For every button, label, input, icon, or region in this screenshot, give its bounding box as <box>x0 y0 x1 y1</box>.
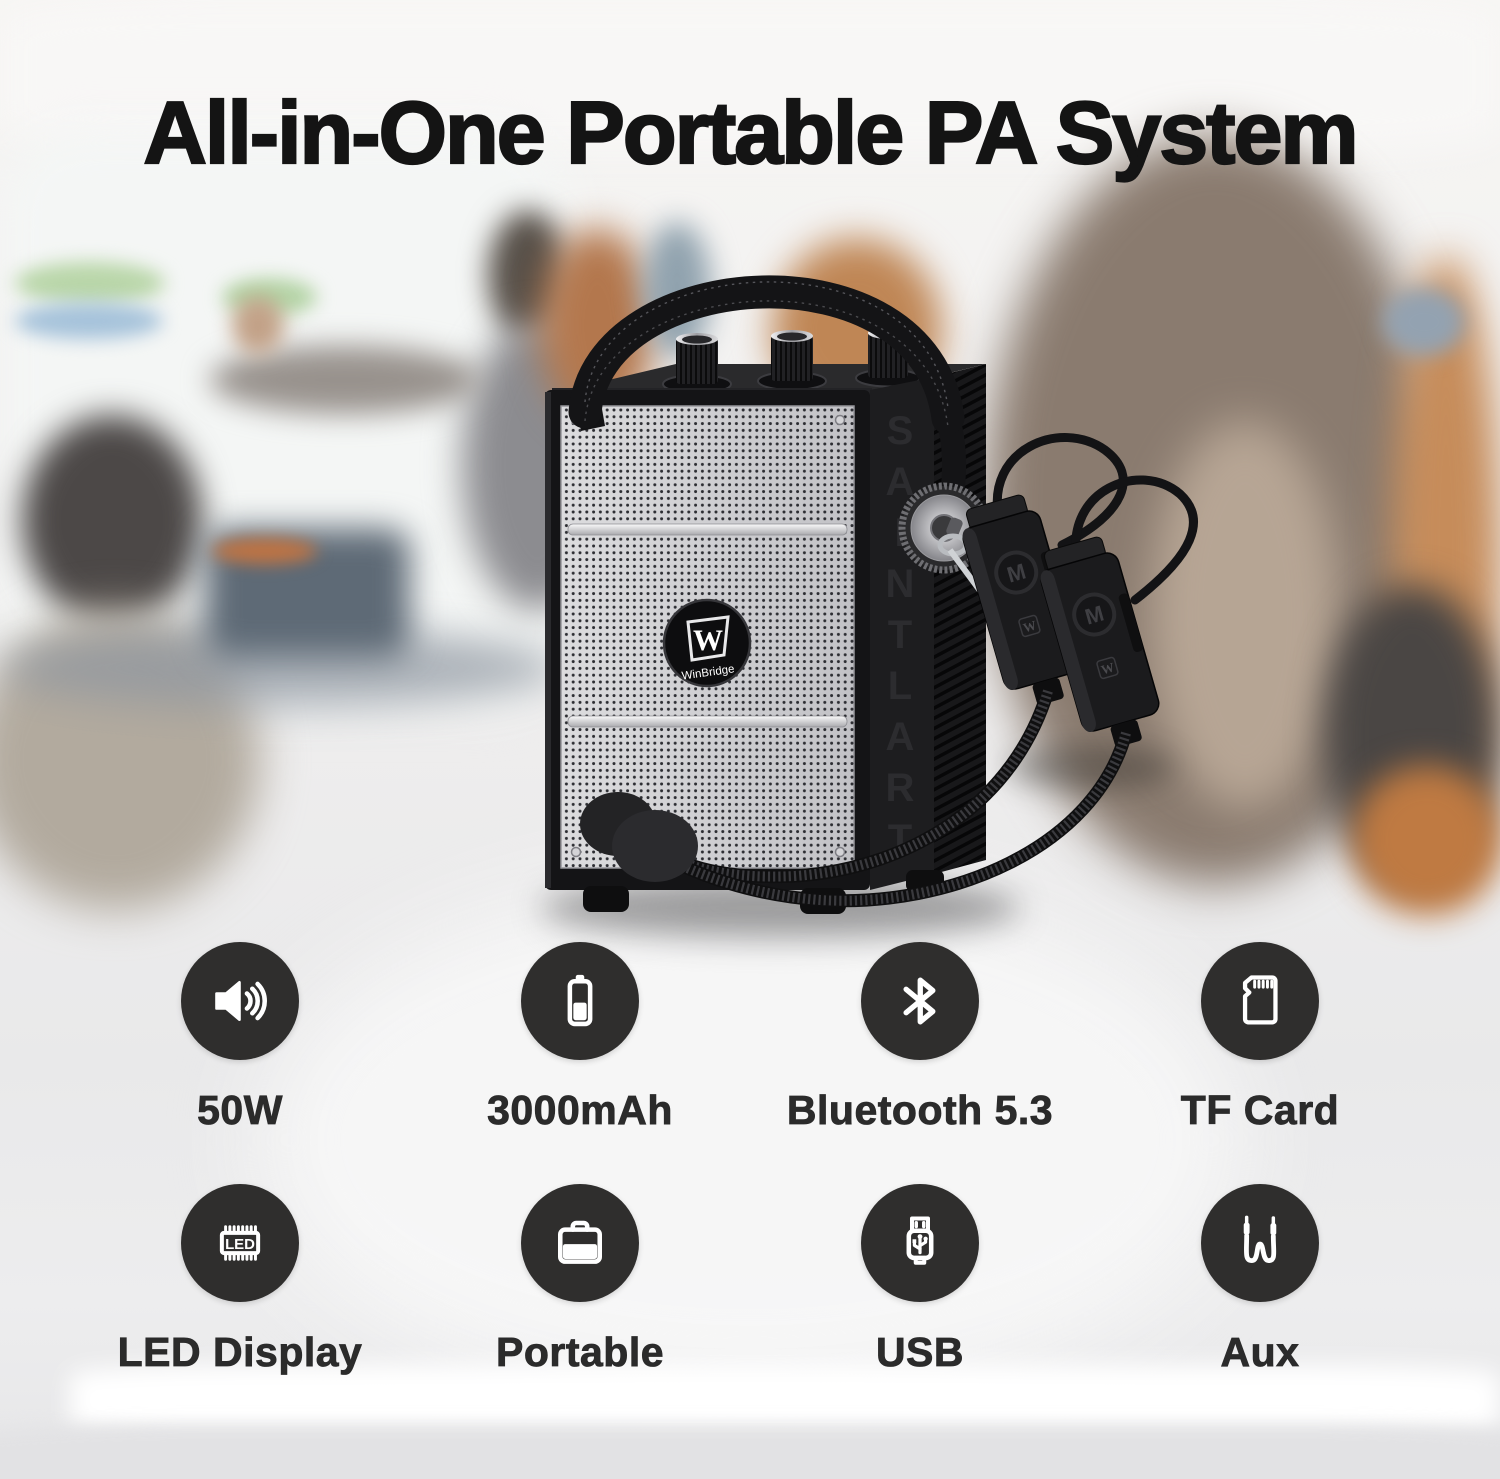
blurred-top-light <box>0 0 1500 150</box>
wireless-transmitter-1: M W <box>962 494 1082 705</box>
transmitter-shadow <box>1005 745 1175 790</box>
feature-item: Aux <box>1201 1184 1319 1376</box>
blurred-bottle <box>1382 288 1466 356</box>
transmitter-cable-2 <box>1071 475 1198 605</box>
transmitter-m-button <box>994 550 1039 595</box>
microphone-windscreen-front <box>612 810 698 882</box>
page-title: All-in-One Portable PA System <box>142 82 1360 182</box>
blurred-white-table <box>70 1365 1500 1435</box>
bottom-gray-strip <box>0 1425 1500 1479</box>
feature-icon-badge <box>520 1184 639 1302</box>
grille-accent-bar-top <box>567 523 848 536</box>
side-letter: L <box>888 664 912 708</box>
side-letter: T <box>888 613 912 657</box>
feature-label: 3000mAh <box>487 1087 673 1134</box>
feature-label: Portable <box>495 1329 665 1376</box>
feature-icon-badge <box>181 942 299 1060</box>
feature-item: USB <box>861 1184 979 1376</box>
feature-icon-badge <box>861 1184 979 1302</box>
speaker-icon <box>215 981 267 1021</box>
feature-icon-badge <box>1201 942 1319 1060</box>
handle-strap <box>568 275 965 435</box>
feature-label: Bluetooth 5.3 <box>786 1087 1054 1134</box>
feature-item: Portable <box>496 1184 664 1376</box>
brand-logo: W WinBridge <box>662 598 752 688</box>
side-letter: N <box>886 562 915 606</box>
side-letter: S <box>887 409 914 453</box>
blurred-hair-highlight <box>1150 420 1340 810</box>
feature-item: Bluetooth 5.3 <box>787 942 1053 1134</box>
feature-label: 50W <box>197 1087 283 1134</box>
volume-knob-1 <box>662 333 732 394</box>
feature-item: TF Card <box>1180 942 1340 1134</box>
volume-knob-2 <box>757 330 827 391</box>
transmitter-m-button <box>1072 592 1117 637</box>
side-brand-text: S A I N T L A R T <box>886 409 915 861</box>
feature-grid: 50W 3000mAh Bluetooth 5.3 <box>0 942 1500 1376</box>
feature-label: TF Card <box>1180 1087 1340 1134</box>
led-icon-text: LED <box>225 1236 255 1253</box>
blurred-laptop-orange <box>212 538 317 564</box>
side-letter: A <box>886 715 915 759</box>
feature-icon-badge <box>1201 1184 1319 1302</box>
side-letter: R <box>886 766 915 810</box>
transmitter-cable-1 <box>992 433 1128 550</box>
transmitter-logo: W <box>1021 617 1038 635</box>
background-center-glow <box>260 880 1240 1400</box>
usb-icon <box>906 1216 934 1265</box>
feature-label: USB <box>875 1329 965 1376</box>
aux-icon <box>1243 1215 1277 1263</box>
side-dial <box>898 482 990 574</box>
portable-icon <box>557 1220 602 1264</box>
grille-accent-bar-bottom <box>567 715 848 728</box>
blurred-teacher-hand <box>232 296 284 354</box>
blurred-student-head <box>22 415 202 625</box>
front-edge-highlight <box>545 392 551 888</box>
feature-icon-badge <box>520 942 639 1060</box>
tf-card-icon <box>1242 975 1278 1025</box>
feature-item: 50W <box>181 942 299 1134</box>
feature-label: Aux <box>1220 1329 1300 1376</box>
led-display-icon: LED <box>219 1225 261 1261</box>
bluetooth-icon <box>903 977 936 1025</box>
blurred-whiteboard-blue-mark <box>15 303 163 339</box>
blurred-whiteboard-green-mark <box>15 262 165 304</box>
wireless-transmitter-2: M W <box>1040 536 1160 747</box>
pa-speaker-illustration: S A I N T L A R T W WinBridge <box>545 275 1198 914</box>
feature-item: 3000mAh <box>487 942 673 1134</box>
feature-item: LED LED Display <box>117 1184 363 1376</box>
transmitter-logo: W <box>1099 659 1116 677</box>
side-letter: A <box>886 460 915 504</box>
feature-icon-badge: LED <box>180 1184 299 1302</box>
battery-icon <box>567 974 593 1027</box>
blurred-orange-shoulder <box>1352 765 1500 915</box>
brand-logo-initial: W <box>693 624 723 657</box>
feature-icon-badge <box>861 942 979 1060</box>
blurred-teacher-arm <box>210 346 480 414</box>
feature-label: LED Display <box>117 1329 363 1376</box>
